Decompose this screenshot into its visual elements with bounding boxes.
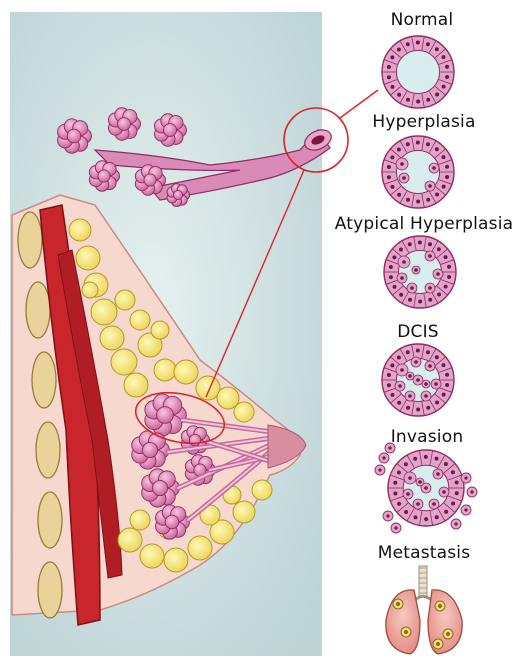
- magnified-lobule: [167, 184, 190, 207]
- rib-bone: [38, 562, 62, 618]
- rib-bone: [38, 492, 62, 548]
- invasion-duct-icon: [375, 443, 477, 533]
- fat-globule: [188, 536, 212, 560]
- fat-globule: [234, 402, 254, 422]
- fat-globule: [111, 349, 137, 375]
- fat-globule: [252, 480, 272, 500]
- fat-globule: [130, 510, 150, 530]
- fat-globule: [91, 299, 117, 325]
- rib-bone: [32, 352, 56, 408]
- stage-label-metastasis: Metastasis: [378, 543, 471, 563]
- dcis-duct-icon: [382, 344, 454, 416]
- normal-duct-icon: [382, 36, 454, 108]
- fat-globule: [82, 282, 98, 298]
- fat-globule: [233, 501, 255, 523]
- fat-globule: [100, 326, 124, 350]
- fat-globule: [151, 321, 169, 339]
- fat-globule: [164, 548, 188, 572]
- rib-bone: [26, 282, 50, 338]
- fat-globule: [124, 373, 148, 397]
- fat-globule: [76, 246, 100, 270]
- fat-globule: [115, 290, 135, 310]
- fat-globule: [196, 376, 220, 400]
- fat-globule: [140, 544, 164, 568]
- fat-globule: [154, 359, 176, 381]
- fat-globule: [118, 528, 142, 552]
- fat-globule: [69, 219, 91, 241]
- lungs-icon: [386, 566, 462, 654]
- stage-label-normal: Normal: [391, 10, 454, 30]
- stage-label-invasion: Invasion: [391, 427, 464, 447]
- stage-label-hyperplasia: Hyperplasia: [372, 112, 475, 132]
- fat-globule: [130, 310, 150, 330]
- hyperplasia-duct-icon: [382, 136, 454, 208]
- stage-label-atypical-hyperplasia: Atypical Hyperplasia: [335, 214, 513, 234]
- rib-bone: [18, 212, 42, 268]
- stage-label-dcis: DCIS: [397, 322, 439, 342]
- rib-bone: [36, 422, 60, 478]
- atypical-hyperplasia-duct-icon: [384, 236, 456, 308]
- fat-globule: [174, 360, 198, 384]
